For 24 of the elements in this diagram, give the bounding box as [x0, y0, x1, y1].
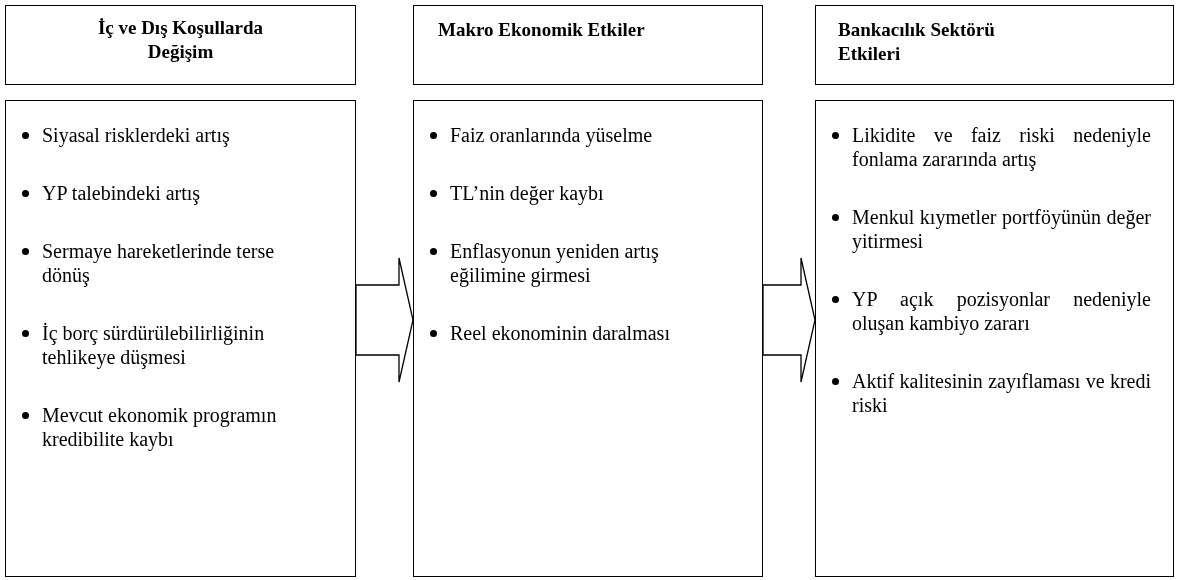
bullet-text: Aktif kalitesinin zayıflaması ve kredi riski — [852, 369, 1151, 417]
content-box — [413, 100, 763, 577]
bullet-text: Enflasyonun yeniden artış eğilimine girmesi — [450, 239, 660, 287]
header-box — [815, 5, 1174, 85]
header-box — [5, 5, 356, 85]
header-text: Bankacılık Sektörü Etkileri — [838, 18, 996, 66]
bullet-text: Reel ekonominin daralması — [450, 321, 671, 345]
bullet-text: Mevcut ekonomik programın kredibilite kaybı — [42, 403, 278, 451]
header-text: Makro Ekonomik Etkiler — [438, 18, 646, 42]
content-box — [815, 100, 1174, 577]
bullet-text: TL’nin değer kaybı — [450, 181, 605, 205]
bullet-text: YP açık pozisyonlar nedeniyle oluşan kambiyo zararı — [852, 287, 1151, 335]
content-box — [5, 100, 356, 577]
bullet-text: Siyasal risklerdeki artış — [42, 123, 231, 147]
header-box — [413, 5, 763, 85]
block-arrow — [355, 257, 414, 383]
header-text: İç ve Dış Koşullarda Değişim — [96, 16, 265, 64]
bullet-text: YP talebindeki artış — [42, 181, 202, 205]
bullet-text: Sermaye hareketlerinde terse dönüş — [42, 239, 276, 287]
bullet-text: Faiz oranlarında yüselme — [450, 123, 654, 147]
block-arrow — [762, 257, 816, 383]
bullet-text: Menkul kıymetler portföyünün değer yitirmesi — [852, 205, 1151, 253]
bullet-text: Likidite ve faiz riski nedeniyle fonlama zararında artış — [852, 123, 1151, 171]
bullet-text: İç borç sürdürülebilirliğinin tehlikeye düşmesi — [42, 321, 266, 369]
